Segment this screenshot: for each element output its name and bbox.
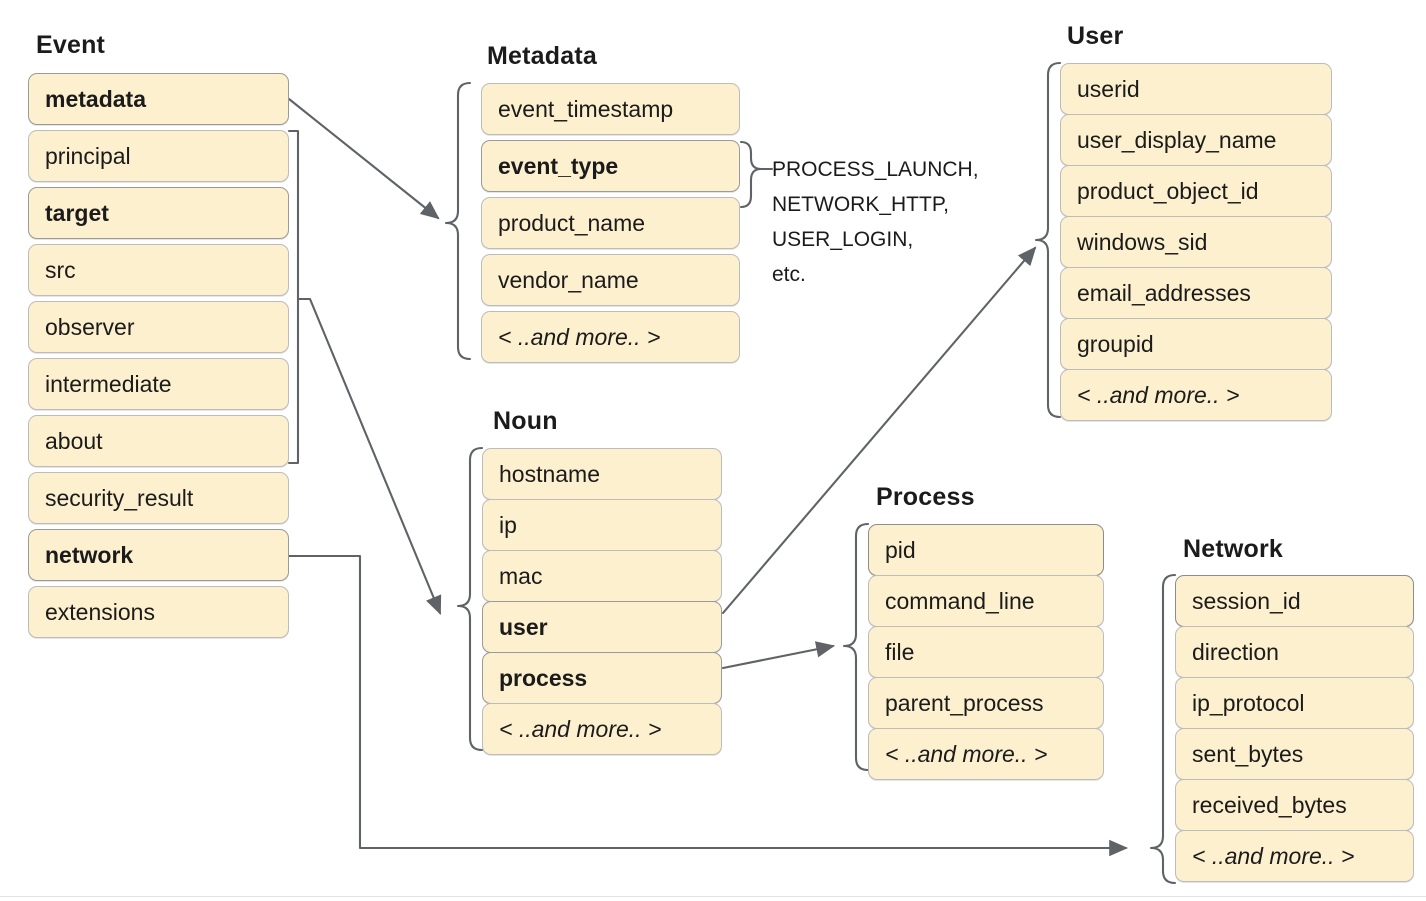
field-metadata-product-name[interactable]: product_name bbox=[481, 197, 740, 249]
group-title-network: Network bbox=[1183, 535, 1284, 563]
field-event-principal[interactable]: principal bbox=[28, 130, 289, 182]
group-event: Event metadata principal target src obse… bbox=[0, 0, 300, 660]
field-network-direction[interactable]: direction bbox=[1175, 626, 1414, 678]
field-noun-ip[interactable]: ip bbox=[482, 499, 722, 551]
group-title-metadata: Metadata bbox=[487, 42, 597, 70]
field-metadata-event-type[interactable]: event_type bbox=[481, 140, 740, 192]
field-user-user-display-name[interactable]: user_display_name bbox=[1060, 114, 1332, 166]
group-title-event: Event bbox=[36, 31, 106, 59]
field-event-metadata[interactable]: metadata bbox=[28, 73, 289, 125]
field-event-src[interactable]: src bbox=[28, 244, 289, 296]
field-network-session-id[interactable]: session_id bbox=[1175, 575, 1414, 627]
field-network-ip-protocol[interactable]: ip_protocol bbox=[1175, 677, 1414, 729]
field-user-product-object-id[interactable]: product_object_id bbox=[1060, 165, 1332, 217]
bottom-divider bbox=[0, 896, 1426, 897]
group-metadata: Metadata event_timestamp event_type prod… bbox=[0, 0, 760, 370]
field-event-extensions[interactable]: extensions bbox=[28, 586, 289, 638]
field-metadata-event-timestamp[interactable]: event_timestamp bbox=[481, 83, 740, 135]
field-event-network[interactable]: network bbox=[28, 529, 289, 581]
field-event-security-result[interactable]: security_result bbox=[28, 472, 289, 524]
field-user-groupid[interactable]: groupid bbox=[1060, 318, 1332, 370]
field-network-received-bytes[interactable]: received_bytes bbox=[1175, 779, 1414, 831]
group-title-noun: Noun bbox=[493, 407, 558, 435]
group-title-user: User bbox=[1067, 22, 1124, 50]
field-event-intermediate[interactable]: intermediate bbox=[28, 358, 289, 410]
field-event-observer[interactable]: observer bbox=[28, 301, 289, 353]
field-user-and-more[interactable]: < ..and more.. > bbox=[1060, 369, 1332, 421]
field-metadata-vendor-name[interactable]: vendor_name bbox=[481, 254, 740, 306]
field-network-and-more[interactable]: < ..and more.. > bbox=[1175, 830, 1414, 882]
field-network-sent-bytes[interactable]: sent_bytes bbox=[1175, 728, 1414, 780]
field-user-email-addresses[interactable]: email_addresses bbox=[1060, 267, 1332, 319]
group-user: User userid user_display_name product_ob… bbox=[0, 0, 1426, 430]
field-metadata-and-more[interactable]: < ..and more.. > bbox=[481, 311, 740, 363]
annotation-event-type-values: PROCESS_LAUNCH, NETWORK_HTTP, USER_LOGIN… bbox=[772, 158, 979, 286]
field-event-target[interactable]: target bbox=[28, 187, 289, 239]
field-event-about[interactable]: about bbox=[28, 415, 289, 467]
